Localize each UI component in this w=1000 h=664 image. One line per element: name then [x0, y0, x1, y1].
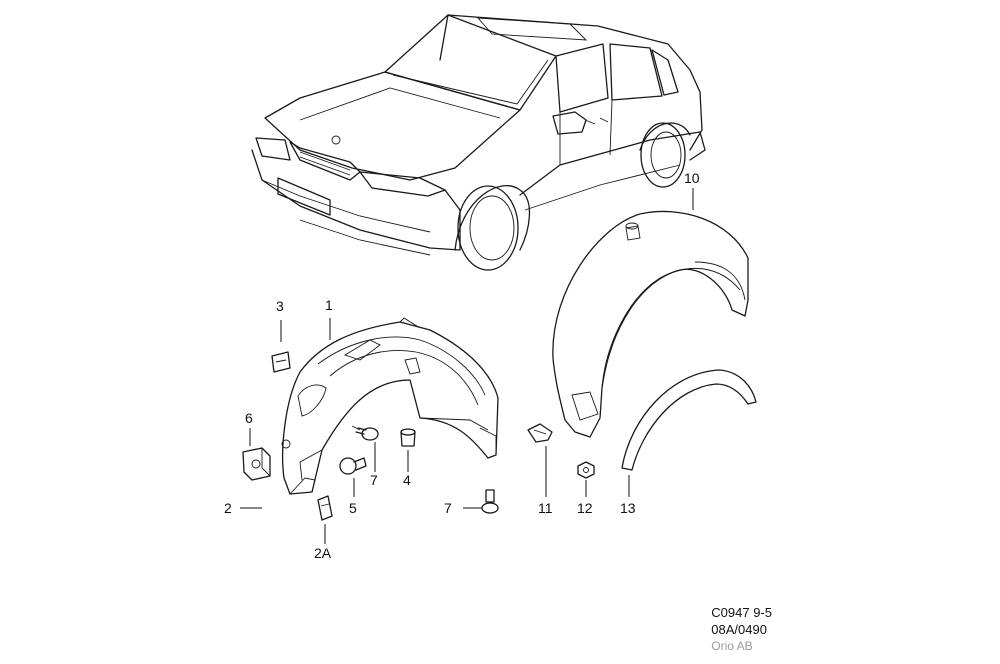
rear-wheelhouse-liner: [552, 210, 749, 438]
drawing-ref-number: 08A/0490: [711, 622, 767, 637]
copyright-owner: Orio AB: [711, 639, 753, 653]
callout-5: 5: [349, 500, 357, 516]
callout-10: 10: [684, 170, 700, 186]
callout-labels: 1 3 6 2 2A 5 7 4 7 11 12 13 10: [224, 170, 700, 561]
callout-2: 2: [224, 500, 232, 516]
callout-11: 11: [538, 500, 553, 516]
callout-7-lower: 7: [444, 500, 452, 516]
rivet-4: [400, 428, 416, 447]
screw-7-upper: [351, 425, 379, 441]
callout-2a: 2A: [314, 545, 332, 561]
leader-lines: [240, 188, 694, 544]
car-illustration: [251, 14, 706, 271]
callout-4: 4: [403, 472, 411, 488]
clip-2a: [317, 495, 333, 521]
callout-3: 3: [276, 298, 284, 314]
clip-3: [271, 351, 291, 373]
callout-7-upper: 7: [370, 472, 378, 488]
nut-plate-6: [242, 447, 271, 481]
screw-7-lower: [481, 489, 499, 514]
front-wheelhouse-liner: [281, 317, 499, 495]
callout-1: 1: [325, 297, 333, 313]
callout-6: 6: [245, 410, 253, 426]
callout-13: 13: [620, 500, 636, 516]
drawing-reference: C0947 9-5 08A/0490 Orio AB: [711, 604, 772, 655]
drawing-code: C0947 9-5: [711, 605, 772, 620]
fender-trim-strip: [621, 369, 757, 471]
bolt-5: [339, 457, 367, 475]
callout-12: 12: [577, 500, 593, 516]
nut-12: [577, 461, 595, 479]
clip-11: [527, 423, 553, 443]
